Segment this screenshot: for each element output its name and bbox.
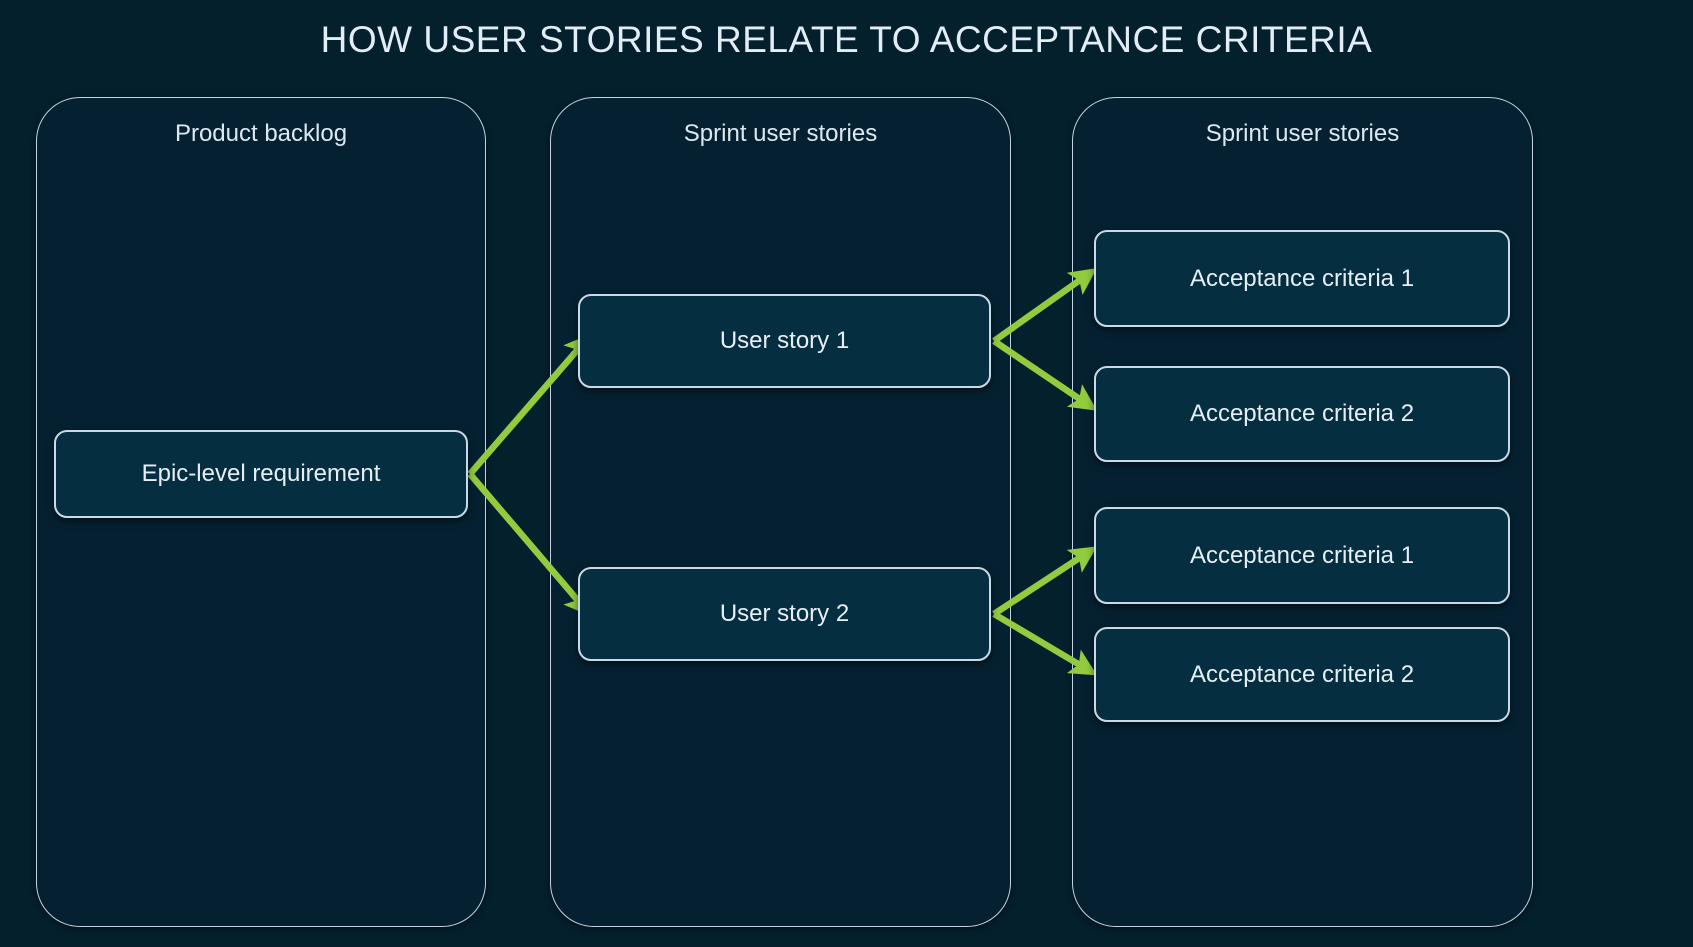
lane-sprint-user-stories-left: Sprint user stories xyxy=(550,97,1011,927)
node-label: User story 1 xyxy=(719,327,850,354)
page-title: HOW USER STORIES RELATE TO ACCEPTANCE CR… xyxy=(320,19,1373,60)
node-user-story-1[interactable]: User story 1 xyxy=(578,294,991,388)
node-label: Acceptance criteria 1 xyxy=(1189,264,1415,292)
node-acceptance-criteria-2-story-2[interactable]: Acceptance criteria 2 xyxy=(1094,627,1510,722)
node-label: Epic-level requirement xyxy=(141,460,381,487)
node-acceptance-criteria-1-story-1[interactable]: Acceptance criteria 1 xyxy=(1094,230,1510,327)
lane-title-sprint-user-stories-left: Sprint user stories xyxy=(683,120,878,147)
node-label: Acceptance criteria 2 xyxy=(1189,660,1415,688)
node-label: Acceptance criteria 1 xyxy=(1189,541,1415,569)
node-epic-level-requirement[interactable]: Epic-level requirement xyxy=(54,430,468,518)
node-label: User story 2 xyxy=(719,600,850,627)
node-acceptance-criteria-1-story-2[interactable]: Acceptance criteria 1 xyxy=(1094,507,1510,604)
node-label: Acceptance criteria 2 xyxy=(1189,400,1415,427)
node-acceptance-criteria-2-story-1[interactable]: Acceptance criteria 2 xyxy=(1094,366,1510,462)
node-user-story-2[interactable]: User story 2 xyxy=(578,567,991,661)
lane-title-product-backlog: Product backlog xyxy=(174,120,348,147)
lane-title-sprint-user-stories-right: Sprint user stories xyxy=(1205,120,1400,147)
